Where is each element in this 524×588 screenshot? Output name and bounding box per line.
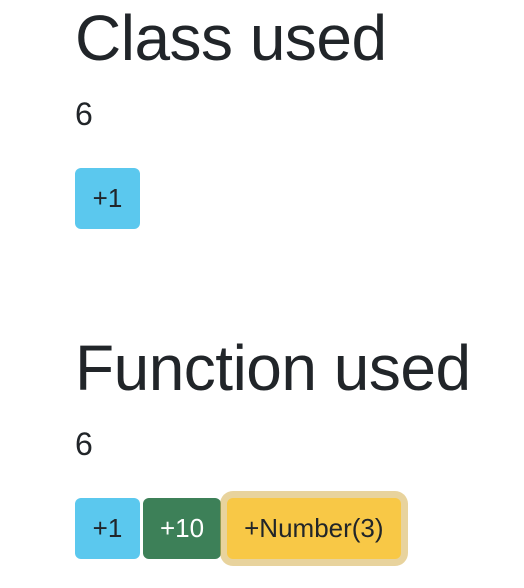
class-section-title: Class used (75, 2, 387, 74)
class-counter-section: Class used 6 +1 (75, 0, 387, 229)
class-counter-value: 6 (75, 96, 93, 132)
function-counter-section: Function used 6 +1 +10 +Number(3) (75, 330, 471, 559)
class-increment-1-button[interactable]: +1 (75, 168, 140, 229)
function-increment-1-button[interactable]: +1 (75, 498, 140, 559)
function-counter-value: 6 (75, 426, 93, 462)
function-increment-10-button[interactable]: +10 (143, 498, 222, 559)
class-button-row: +1 (75, 168, 387, 229)
function-increment-number-button[interactable]: +Number(3) (227, 498, 401, 559)
function-section-title: Function used (75, 332, 471, 404)
function-button-row: +1 +10 +Number(3) (75, 498, 471, 559)
